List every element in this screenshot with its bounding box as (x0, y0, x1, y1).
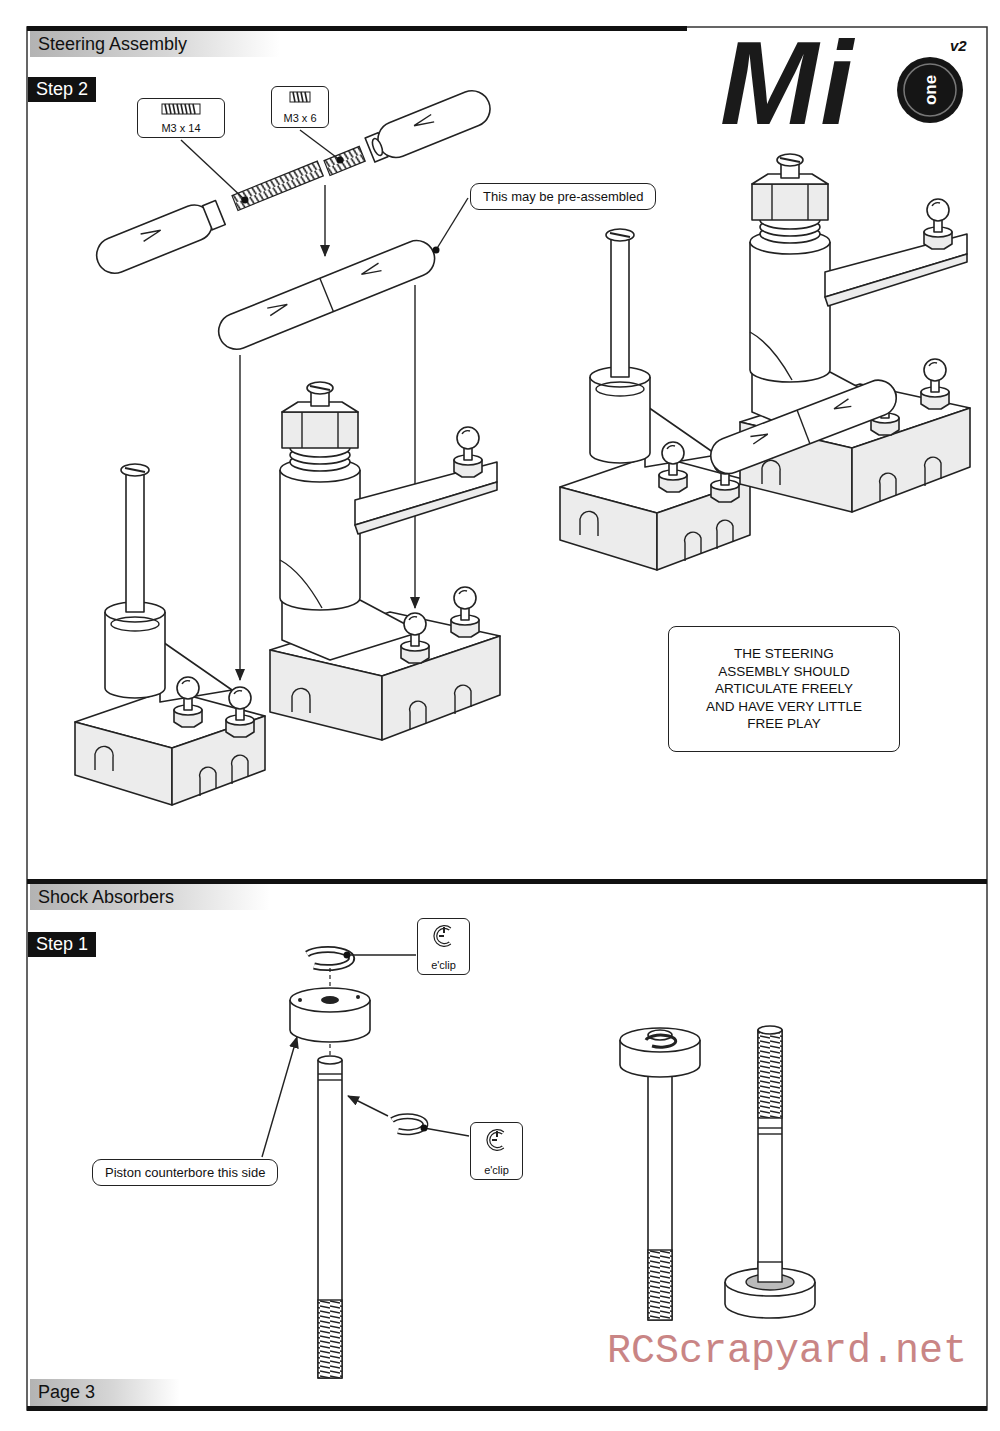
node-text: Piston counterbore this side (105, 1165, 265, 1180)
eclip-icon (483, 1127, 511, 1153)
note-callout: This may be pre-assembled (470, 183, 656, 210)
node-text: M3 x 14 (161, 122, 200, 134)
node-text: Steering Assembly (38, 34, 187, 54)
node-text: THE STEERING ASSEMBLY SHOULD ARTICULATE … (703, 645, 865, 733)
part-callout: M3 x 6 (271, 86, 329, 128)
screw-icon (289, 91, 311, 103)
note-callout: Piston counterbore this side (92, 1159, 278, 1186)
part-callout: M3 x 14 (137, 98, 225, 138)
step-label: Step 2 (28, 77, 96, 102)
brand-logo: v2 (950, 38, 967, 53)
node-text: e'clip (431, 959, 456, 971)
node-text: Step 1 (36, 934, 88, 954)
node-text: Step 2 (36, 79, 88, 99)
brand-logo: one (922, 75, 939, 105)
part-callout: e'clip (470, 1122, 523, 1180)
node-text: e'clip (484, 1164, 509, 1176)
note-box: THE STEERING ASSEMBLY SHOULD ARTICULATE … (668, 626, 900, 752)
node-text: M3 x 6 (283, 112, 316, 124)
screw-icon (161, 103, 201, 115)
step-label: Step 1 (28, 932, 96, 957)
section-header: Steering Assembly (30, 31, 280, 57)
watermark: RCScrapyard.net (607, 1332, 967, 1372)
section-header: Shock Absorbers (30, 884, 270, 910)
brand-logo: Mi (720, 24, 855, 142)
node-text: Page 3 (38, 1382, 95, 1402)
part-callout: e'clip (417, 918, 470, 975)
eclip-icon (430, 923, 458, 949)
page-number: Page 3 (30, 1379, 180, 1406)
node-text: Shock Absorbers (38, 887, 174, 907)
node-text: This may be pre-assembled (483, 189, 643, 204)
